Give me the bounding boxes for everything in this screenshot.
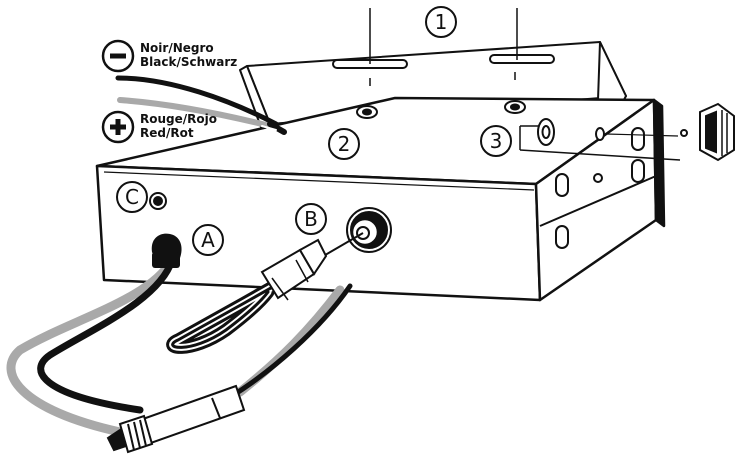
callout-c: C bbox=[116, 181, 148, 213]
minus-icon bbox=[110, 53, 126, 59]
cigarette-lighter-plug bbox=[106, 384, 246, 454]
positive-label-line1: Rouge/Rojo bbox=[140, 112, 217, 126]
port-c bbox=[149, 192, 167, 210]
antenna-plug bbox=[260, 238, 328, 301]
positive-label-line2: Red/Rot bbox=[140, 126, 194, 140]
power-cable bbox=[6, 255, 353, 437]
callout-a: A bbox=[192, 224, 224, 256]
positive-wire-label: Rouge/Rojo Red/Rot bbox=[101, 110, 217, 144]
mounting-knob bbox=[699, 102, 735, 162]
callout-b: B bbox=[295, 203, 327, 235]
side-mount-hardware bbox=[519, 118, 688, 161]
antenna-connector bbox=[319, 207, 392, 259]
negative-label-line2: Black/Schwarz bbox=[140, 55, 237, 69]
negative-wire-label: Noir/Negro Black/Schwarz bbox=[101, 39, 237, 73]
callout-b-label: B bbox=[304, 207, 318, 231]
callout-2: 2 bbox=[328, 128, 360, 160]
bracket-mount-nuts bbox=[356, 100, 526, 119]
callout-2-label: 2 bbox=[338, 132, 351, 156]
power-leads bbox=[115, 75, 287, 135]
negative-label-line1: Noir/Negro bbox=[140, 41, 214, 55]
power-plug-grommet bbox=[151, 233, 182, 268]
radio-unit bbox=[95, 96, 666, 302]
callout-3-label: 3 bbox=[490, 129, 503, 153]
bracket-screw-leaders bbox=[369, 8, 518, 86]
callout-a-label: A bbox=[201, 228, 215, 252]
antenna-cable bbox=[166, 273, 292, 354]
callout-c-label: C bbox=[125, 185, 139, 209]
callout-1: 1 bbox=[425, 6, 457, 38]
side-slots bbox=[555, 127, 645, 249]
callout-1-label: 1 bbox=[435, 10, 448, 34]
plus-icon-v bbox=[115, 119, 121, 135]
callout-3: 3 bbox=[480, 125, 512, 157]
